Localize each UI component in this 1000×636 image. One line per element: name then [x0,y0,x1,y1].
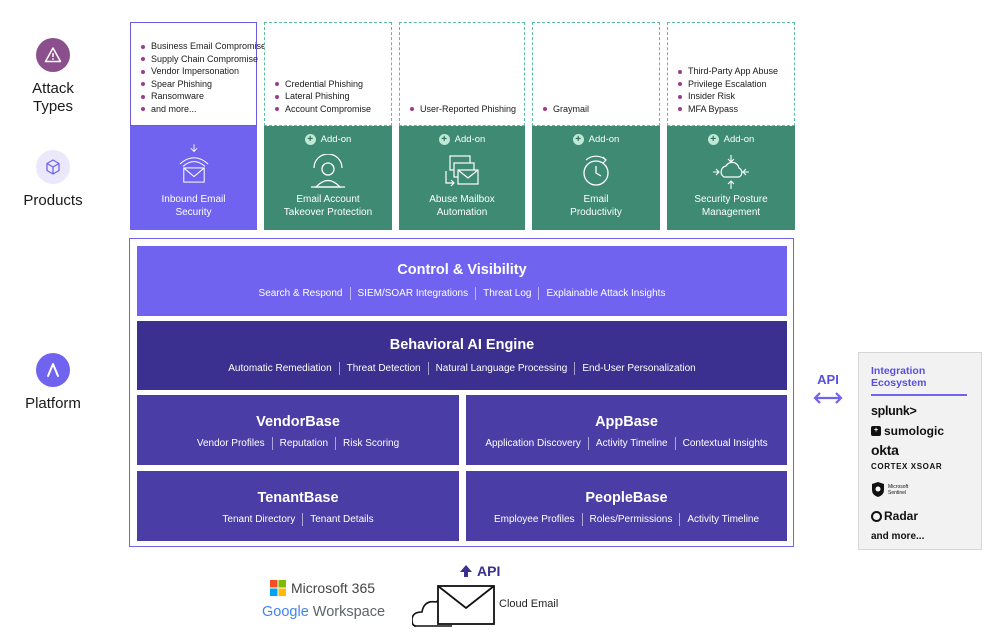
radar-logo: Radar [871,509,918,523]
attack-box-posture: Third-Party App Abuse Privilege Escalati… [667,22,795,126]
divider [871,394,967,396]
peoplebase-layer[interactable]: PeopleBase Employee Profiles Roles/Permi… [466,471,787,541]
plus-icon: + [707,134,719,145]
platform-label: Platform [10,353,96,413]
attack-types-label: Attack Types [10,38,96,116]
addon-badge: +Add-on [532,134,660,145]
products-label: Products [10,150,96,210]
platform-logo-icon [36,353,70,387]
platform-frame [129,238,794,547]
email-productivity-icon [574,152,618,192]
product-abuse-mailbox[interactable]: +Add-on Abuse Mailbox Automation [399,126,525,230]
security-posture-icon [709,152,753,192]
cortex-xsoar-logo: CORTEX XSOAR [871,462,943,471]
addon-badge: +Add-on [399,134,525,145]
product-email-productivity[interactable]: +Add-on Email Productivity [532,126,660,230]
microsoft-365-logo: Microsoft 365 [270,580,375,596]
sentinel-shield-icon [872,482,884,497]
plus-icon: + [438,134,450,145]
integration-ecosystem-panel: Integration Ecosystem splunk> + sumologi… [858,352,982,550]
up-arrow-icon [460,565,472,577]
cloud-email-label: Cloud Email [499,598,559,610]
peoplebase-features: Employee Profiles Roles/Permissions Acti… [466,513,787,526]
abuse-mailbox-icon [440,152,484,192]
sumologic-logo: + sumologic [871,424,944,438]
attack-list: Credential Phishing Lateral Phishing Acc… [275,78,385,116]
bottom-api-label: API [459,563,500,579]
vendorbase-layer[interactable]: VendorBase Vendor Profiles Reputation Ri… [137,395,459,465]
microsoft-windows-icon [270,580,286,596]
addon-badge: +Add-on [667,134,795,145]
attack-list: User-Reported Phishing [410,103,518,116]
product-account-takeover[interactable]: +Add-on Email Account Takeover Protectio… [264,126,392,230]
plus-icon: + [304,134,316,145]
behavioral-ai-layer[interactable]: Behavioral AI Engine Automatic Remediati… [137,321,787,390]
vendorbase-features: Vendor Profiles Reputation Risk Scoring [137,437,459,450]
cube-icon [36,150,70,184]
addon-badge: +Add-on [264,134,392,145]
attack-box-ato: Credential Phishing Lateral Phishing Acc… [264,22,392,126]
tenantbase-layer[interactable]: TenantBase Tenant Directory Tenant Detai… [137,471,459,541]
radar-circle-icon [871,510,882,522]
product-security-posture[interactable]: +Add-on Security Posture Management [667,126,795,230]
behavioral-ai-features: Automatic Remediation Threat Detection N… [137,362,787,375]
tenantbase-features: Tenant Directory Tenant Details [137,513,459,526]
control-visibility-features: Search & Respond SIEM/SOAR Integrations … [137,287,787,300]
sumo-square-icon: + [871,426,881,436]
more-integrations-text: and more... [871,531,925,542]
appbase-features: Application Discovery Activity Timeline … [466,437,787,450]
account-takeover-icon [306,152,350,192]
attack-list: Business Email Compromise Supply Chain C… [141,40,266,115]
google-workspace-logo: Google Workspace [262,604,386,620]
warning-icon [36,38,70,72]
splunk-logo: splunk> [871,404,917,418]
attack-list: Third-Party App Abuse Privilege Escalati… [678,65,788,115]
plus-icon: + [572,134,584,145]
attack-box-inbound: Business Email Compromise Supply Chain C… [130,22,266,126]
attack-box-abuse: User-Reported Phishing [399,22,525,126]
side-api-label: API [808,372,848,409]
cloud-email-icon [411,582,498,633]
product-inbound-email-security[interactable]: Inbound Email Security [130,126,257,230]
inbound-email-icon [172,136,216,192]
attack-list: Graymail [543,103,653,116]
okta-logo: okta [871,442,899,458]
appbase-layer[interactable]: AppBase Application Discovery Activity T… [466,395,787,465]
attack-box-productivity: Graymail [532,22,660,126]
control-visibility-layer[interactable]: Control & Visibility Search & Respond SI… [137,246,787,316]
bidirectional-arrow-icon [813,392,843,404]
microsoft-sentinel-logo: Microsoft Sentinel [871,481,918,498]
